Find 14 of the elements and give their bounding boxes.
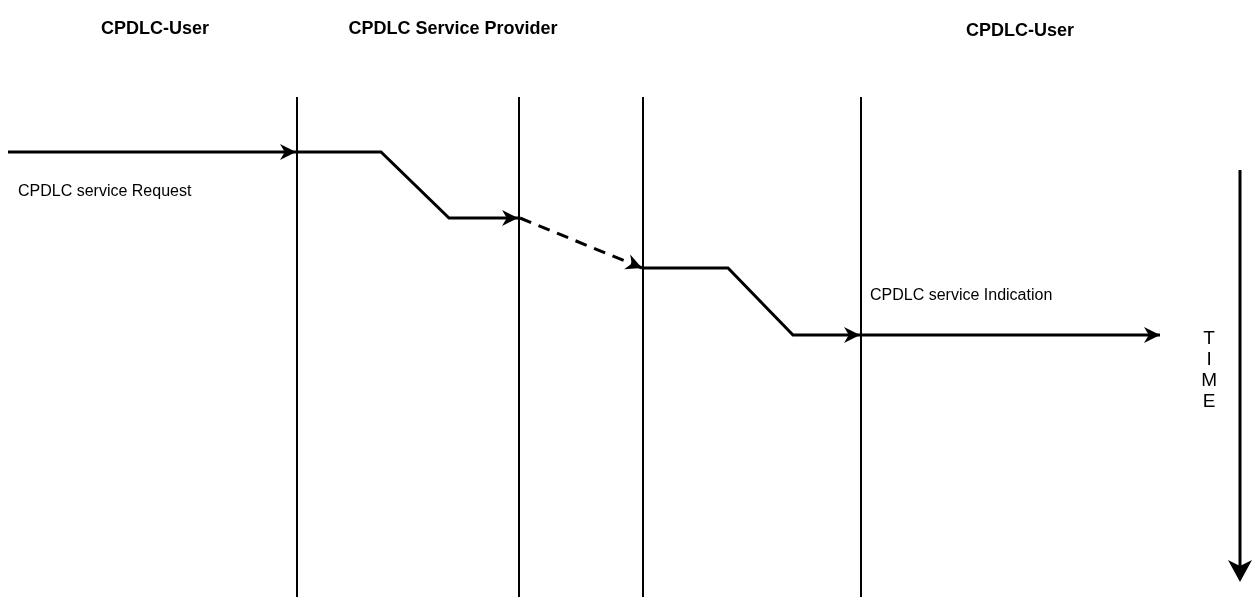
arrow bbox=[298, 150, 518, 226]
lifeline bbox=[518, 97, 520, 597]
arrow bbox=[8, 144, 296, 160]
arrow bbox=[644, 266, 860, 343]
lifeline bbox=[296, 97, 298, 597]
arrow bbox=[862, 327, 1160, 343]
lane-heading: CPDLC-User bbox=[966, 20, 1074, 41]
edge-label: CPDLC service Request bbox=[16, 182, 194, 200]
lifeline bbox=[860, 97, 862, 597]
lifeline bbox=[642, 97, 644, 597]
axis-label: TIME bbox=[1201, 328, 1218, 412]
lane-heading: CPDLC Service Provider bbox=[348, 18, 558, 39]
lane-heading: CPDLC-User bbox=[101, 18, 209, 39]
arrow bbox=[519, 216, 643, 270]
